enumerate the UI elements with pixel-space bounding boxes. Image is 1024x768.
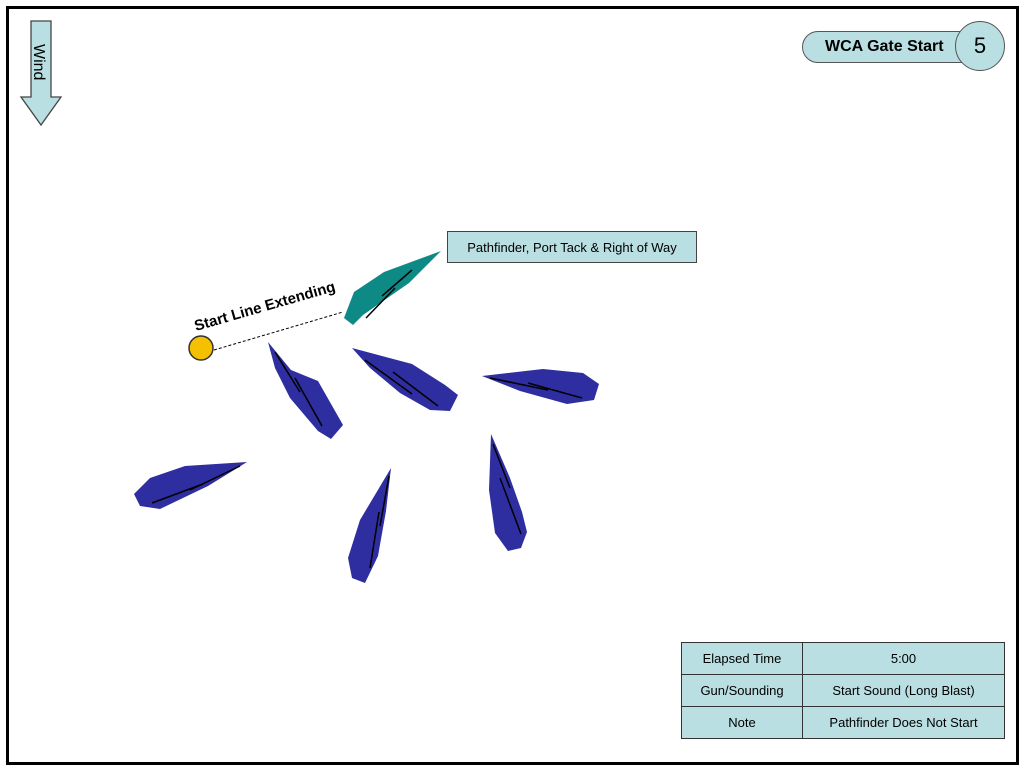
- fleet-boat: [489, 434, 527, 551]
- table-value: Pathfinder Does Not Start: [802, 706, 1005, 739]
- slide-title-text: WCA Gate Start: [825, 38, 944, 55]
- table-value: Start Sound (Long Blast): [802, 674, 1005, 707]
- table-key: Gun/Sounding: [681, 674, 803, 707]
- table-row: Gun/Sounding Start Sound (Long Blast): [681, 674, 1005, 707]
- table-row: Elapsed Time 5:00: [681, 642, 1005, 675]
- fleet-boat: [348, 468, 391, 583]
- start-line: [213, 311, 344, 351]
- pathfinder-callout-text: Pathfinder, Port Tack & Right of Way: [467, 239, 677, 255]
- pathfinder-boat: [344, 251, 441, 325]
- pathfinder-callout: Pathfinder, Port Tack & Right of Way: [447, 231, 697, 263]
- fleet-boat: [352, 348, 458, 411]
- start-line-label: Start Line Extending: [192, 278, 337, 335]
- wind-label: Wind: [30, 44, 47, 80]
- table-value: 5:00: [802, 642, 1005, 675]
- step-number: 5: [973, 33, 987, 58]
- table-key: Note: [681, 706, 803, 739]
- table-key: Elapsed Time: [681, 642, 803, 675]
- step-number-badge: 5: [955, 21, 1005, 71]
- slide-title: WCA Gate Start: [802, 31, 972, 63]
- fleet-boat: [134, 462, 247, 509]
- fleet-boat: [268, 342, 343, 439]
- wind-arrow: Wind: [19, 20, 63, 127]
- start-mark-buoy: [188, 335, 214, 361]
- fleet-boat: [482, 369, 599, 404]
- table-row: Note Pathfinder Does Not Start: [681, 706, 1005, 739]
- info-table: Elapsed Time 5:00 Gun/Sounding Start Sou…: [681, 642, 1005, 739]
